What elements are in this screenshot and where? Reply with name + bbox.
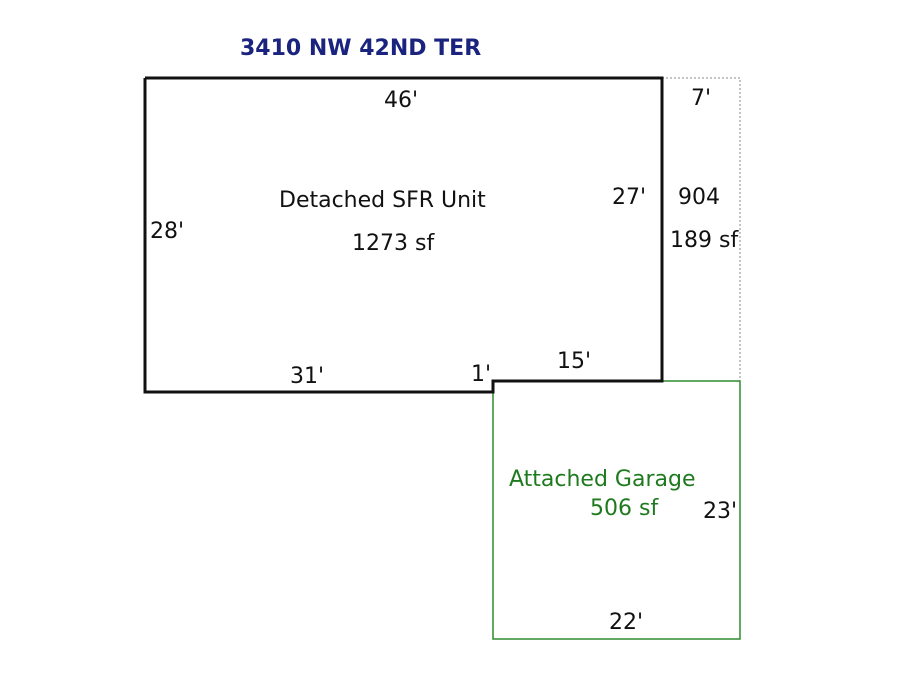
- page-title: 3410 NW 42ND TER: [240, 36, 482, 61]
- house-dim-right: 27': [612, 185, 647, 210]
- house-dim-bottom-left: 31': [290, 364, 325, 389]
- side-area-code: 904: [678, 185, 720, 210]
- side-area-area: 189 sf: [670, 228, 739, 253]
- house-area: 1273 sf: [352, 231, 435, 256]
- house-dim-top: 46': [384, 88, 419, 113]
- house-dim-left: 28': [150, 219, 185, 244]
- side-area-width: 7': [691, 86, 712, 111]
- house-dim-bottom-step: 1': [471, 362, 492, 387]
- garage-dim-right: 23': [703, 499, 738, 524]
- house-dim-bottom-right: 15': [557, 349, 592, 374]
- garage-dim-bottom: 22': [609, 610, 644, 635]
- house-name: Detached SFR Unit: [279, 188, 486, 213]
- garage-area: 506 sf: [590, 496, 659, 521]
- house-outline: [143, 76, 664, 394]
- garage-name: Attached Garage: [509, 467, 696, 492]
